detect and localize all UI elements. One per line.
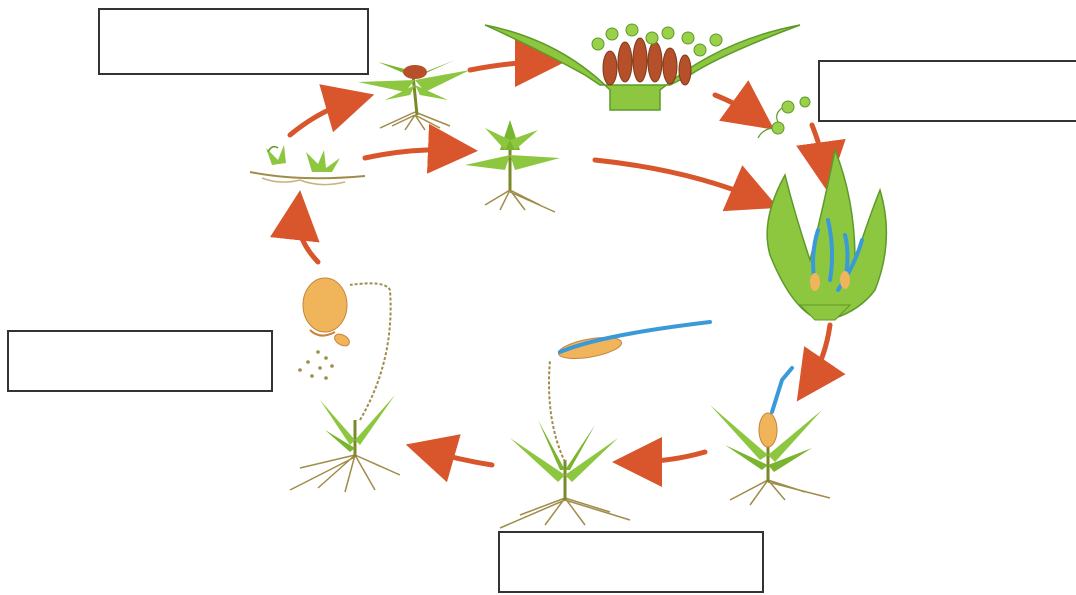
arrow-spores-to-protonema <box>298 210 318 262</box>
label-box-sporophyte[interactable] <box>498 531 764 593</box>
antheridia-cluster <box>485 24 800 110</box>
male-gametophyte <box>358 60 470 130</box>
sperm-cells <box>758 97 810 138</box>
spore-release-plant <box>290 278 400 492</box>
archegonia-cluster <box>767 150 886 320</box>
arrow-archegonia-to-zygote <box>808 325 830 385</box>
label-box-male-gametophyte[interactable] <box>98 8 369 75</box>
arrow-protonema-to-male-plant <box>290 100 355 135</box>
arrow-sporophyte-to-spore-release <box>425 450 492 465</box>
young-sporophyte <box>710 368 830 505</box>
arrow-male-plant-to-antheridia <box>470 62 545 70</box>
label-box-sperm[interactable] <box>818 60 1076 122</box>
female-gametophyte <box>465 120 560 212</box>
arrow-antheridia-to-sperm <box>715 95 758 118</box>
protonema <box>250 145 365 185</box>
label-box-spores[interactable] <box>7 330 273 392</box>
cycle-arrows <box>290 62 830 465</box>
arrow-female-plant-to-archegonia <box>595 160 760 200</box>
arrow-zygote-to-sporophyte <box>632 452 705 462</box>
arrow-sperm-to-archegonia <box>812 125 825 172</box>
arrow-protonema-to-female-plant <box>365 150 458 158</box>
mature-sporophyte <box>500 322 710 528</box>
